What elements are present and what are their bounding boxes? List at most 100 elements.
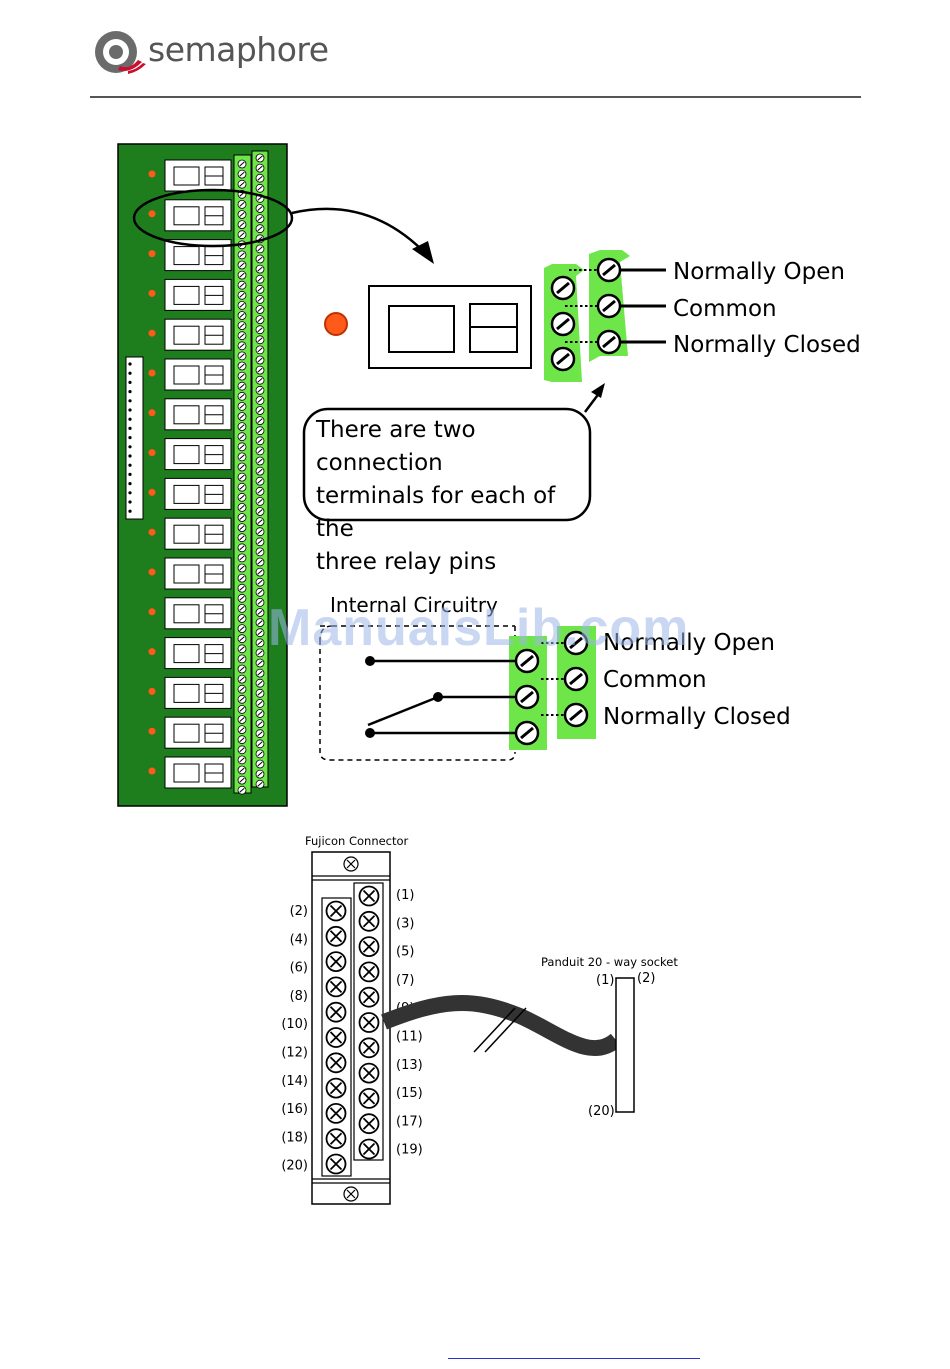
connector-screw	[325, 951, 347, 972]
board-terminal-screw	[255, 496, 265, 506]
connector-screw	[358, 885, 380, 907]
header-pin	[128, 454, 132, 458]
board-terminal-screw	[255, 264, 265, 274]
connector-screw	[325, 925, 347, 947]
circuit-title: Internal Circuitry	[330, 593, 498, 617]
connector-screw	[358, 1113, 380, 1135]
board-terminal-screw	[237, 482, 247, 492]
connector-screw	[325, 976, 347, 998]
brand-name: semaphore	[148, 30, 329, 69]
header-pin	[128, 426, 132, 430]
board-terminal-screw	[237, 432, 247, 442]
board-terminal-screw	[255, 749, 265, 759]
board-terminal-screw	[255, 486, 265, 496]
board-terminal-screw	[237, 422, 247, 432]
board-terminal-screw	[237, 381, 247, 391]
connector-screw	[358, 936, 380, 957]
board-led	[148, 488, 156, 496]
board-terminal-screw	[255, 557, 265, 567]
socket-pin-1: (1)	[596, 973, 614, 988]
board-terminal-screw	[255, 244, 265, 254]
connector-pin-label: (1)	[396, 888, 414, 903]
callout-line-3: three relay pins	[316, 549, 497, 575]
board-terminal-screw	[255, 214, 265, 224]
board-terminal-screw	[255, 375, 265, 385]
header-pin	[128, 472, 132, 476]
board-terminal-screw	[255, 577, 265, 587]
connector-screw	[358, 1037, 380, 1059]
board-terminal-screw	[255, 527, 265, 537]
board-relay	[148, 716, 232, 749]
board-terminal-screw	[237, 341, 247, 351]
board-relay	[148, 557, 232, 590]
board-terminal-screw	[237, 603, 247, 613]
board-terminal-screw	[255, 315, 265, 325]
board-terminal-screw	[237, 210, 247, 219]
header-pin	[128, 445, 132, 449]
connector-pin-label: (19)	[396, 1143, 423, 1158]
board-relay	[148, 278, 232, 311]
board-terminal-screw	[237, 583, 247, 593]
board-terminal-screw	[237, 593, 247, 603]
board-led	[148, 210, 156, 218]
connector-screw	[358, 1138, 380, 1160]
board-led	[148, 767, 156, 775]
board-relay	[148, 398, 232, 431]
board-terminal-screw	[237, 401, 247, 411]
connector-title: Fujicon Connector	[305, 834, 409, 848]
zoom-arrow	[291, 207, 429, 257]
board-terminal-screw	[237, 725, 247, 735]
board-terminal-screw	[255, 698, 265, 708]
board-terminal-screw	[255, 294, 265, 304]
board-terminal-screw	[237, 300, 247, 310]
header-pin	[128, 491, 132, 495]
connector-pin-label: (20)	[281, 1159, 308, 1174]
board-relay	[148, 756, 232, 789]
board-terminal-screw	[255, 325, 265, 335]
connector-pin-label: (13)	[396, 1058, 423, 1073]
board-led	[148, 648, 156, 656]
connector-pin-label: (17)	[396, 1114, 423, 1129]
label-normally-closed: Normally Closed	[673, 332, 861, 358]
circuit-label-normally-open: Normally Open	[603, 630, 775, 656]
board-terminal-screw	[255, 537, 265, 547]
board-terminal-screw	[237, 361, 247, 371]
connector-pin-label: (10)	[281, 1017, 308, 1032]
board-relay	[148, 637, 232, 670]
label-normally-open: Normally Open	[673, 259, 845, 285]
panduit-socket: Panduit 20 - way socket (1) (2) (20)	[541, 955, 678, 1119]
board-relay	[148, 239, 232, 272]
board-relay	[148, 676, 232, 709]
board-terminal-screw	[237, 644, 247, 654]
footer-link-underline[interactable]	[448, 1358, 700, 1359]
board-terminal-screw	[237, 230, 247, 240]
board-terminal-screw	[255, 547, 265, 557]
board-led	[148, 369, 156, 377]
board-terminal-screw	[255, 153, 265, 163]
board-relay	[148, 199, 232, 232]
header-divider	[90, 96, 861, 98]
board-terminal-screw	[255, 224, 265, 234]
connector-screw	[325, 1027, 347, 1048]
terminal-closeup: Normally Open Common Normally Closed	[544, 250, 861, 382]
relay-led	[324, 312, 348, 336]
board-terminal-screw	[237, 250, 247, 260]
board-led	[148, 289, 156, 297]
board-terminal-screw	[237, 735, 247, 745]
board-terminal-screw	[237, 169, 247, 179]
board-terminal-screw	[255, 305, 265, 314]
header-pin	[128, 362, 132, 366]
header-pin	[128, 436, 132, 440]
board-terminal-screw	[255, 507, 265, 516]
board-terminal-screw	[237, 391, 247, 401]
board-led	[148, 568, 156, 576]
connector-screw	[325, 1052, 347, 1074]
circuit-label-normally-closed: Normally Closed	[603, 704, 791, 730]
board-terminal-screw	[237, 684, 247, 694]
board-terminal-screw	[255, 204, 265, 213]
connector-pin-label: (12)	[281, 1046, 308, 1061]
board-terminal-screw	[255, 709, 265, 718]
board-terminal-screw	[237, 331, 247, 341]
board-terminal-screw	[255, 274, 265, 284]
board-terminal-screw	[255, 284, 265, 294]
